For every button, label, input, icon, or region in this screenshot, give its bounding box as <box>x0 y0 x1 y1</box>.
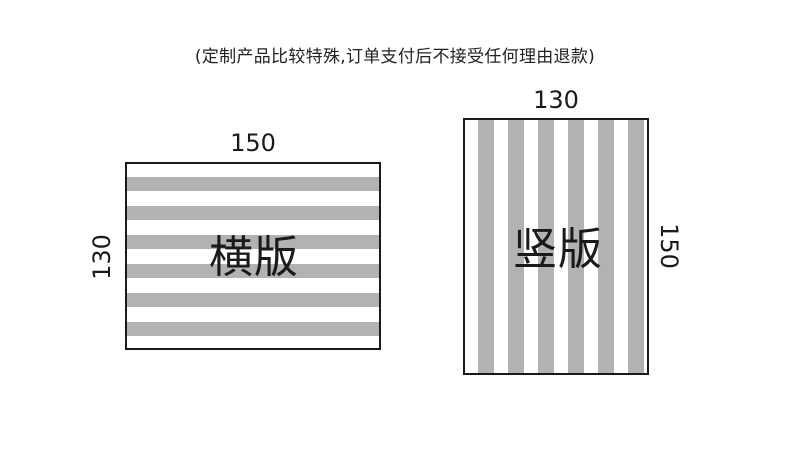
horizontal-stripe <box>127 206 379 220</box>
horizontal-stripe <box>127 235 379 249</box>
horizontal-panel-label: 横版 <box>209 232 299 283</box>
horizontal-stripe <box>127 177 379 191</box>
horizontal-height-dimension: 130 <box>88 234 116 280</box>
vertical-panel-label: 竖版 <box>513 224 603 275</box>
horizontal-stripe <box>127 264 379 278</box>
vertical-stripe <box>568 120 584 373</box>
vertical-stripe <box>508 120 524 373</box>
vertical-width-dimension: 130 <box>533 86 579 114</box>
vertical-stripe <box>538 120 554 373</box>
vertical-layout-panel: 竖版 <box>463 118 649 375</box>
notice-text: (定制产品比较特殊,订单支付后不接受任何理由退款) <box>194 47 596 67</box>
vertical-stripe <box>598 120 614 373</box>
vertical-height-dimension: 150 <box>655 223 683 269</box>
horizontal-width-dimension: 150 <box>230 129 276 157</box>
horizontal-stripe <box>127 293 379 307</box>
horizontal-stripe <box>127 322 379 336</box>
vertical-stripe <box>478 120 494 373</box>
vertical-stripe <box>628 120 644 373</box>
horizontal-layout-panel: 横版 <box>125 162 381 350</box>
